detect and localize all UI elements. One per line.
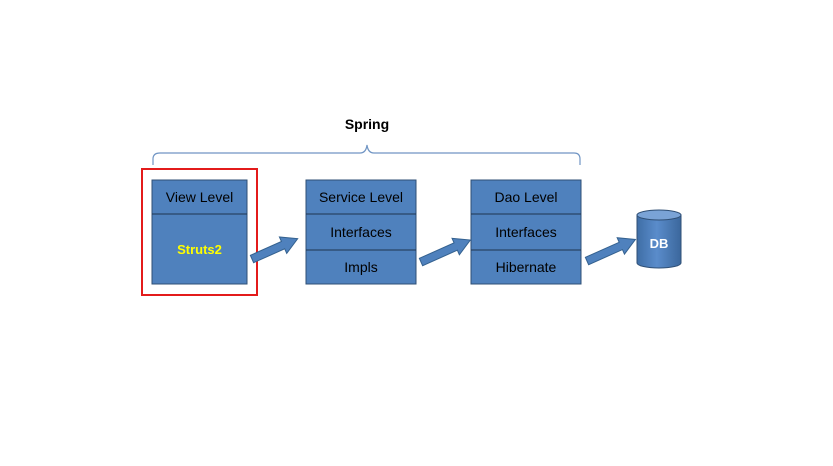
arrow-view-to-service <box>249 236 299 264</box>
db-label: DB <box>649 235 669 251</box>
service-level-title: Service Level <box>318 189 404 205</box>
service-level-box <box>305 179 417 285</box>
dao-level-box <box>470 179 582 285</box>
view-level-box <box>151 179 248 285</box>
spring-brace <box>152 144 581 165</box>
arrow-service-to-dao <box>418 237 472 267</box>
service-impls-label: Impls <box>344 259 378 275</box>
dao-interfaces-label: Interfaces <box>495 224 557 240</box>
view-level-title: View Level <box>165 189 234 205</box>
spring-label: Spring <box>344 116 390 132</box>
dao-hibernate-label: Hibernate <box>495 259 557 275</box>
dao-level-title: Dao Level <box>494 189 558 205</box>
service-interfaces-label: Interfaces <box>330 224 392 240</box>
database-cylinder-icon <box>636 209 682 269</box>
arrow-dao-to-db <box>584 237 637 266</box>
view-level-framework: Struts2 <box>177 241 222 257</box>
view-highlight-frame <box>141 168 258 296</box>
